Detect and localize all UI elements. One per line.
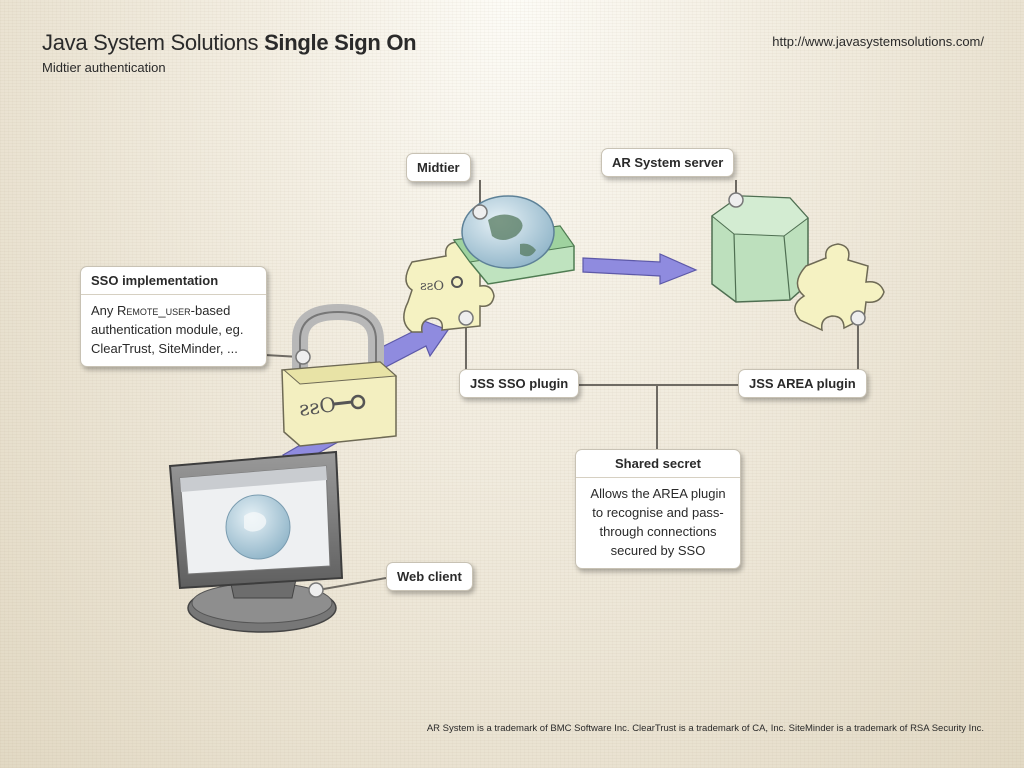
svg-text:ƨƨO: ƨƨO <box>297 392 337 421</box>
padlock-icon: ƨƨO <box>281 303 398 447</box>
page-subtitle: Midtier authentication <box>42 60 166 75</box>
sso-body-prefix: Any <box>91 303 118 318</box>
svg-text:ƨƨO: ƨƨO <box>420 279 444 294</box>
title-light: Java System Solutions <box>42 30 259 55</box>
sso-body-suffix: -based authentication module, eg. ClearT… <box>91 303 244 356</box>
ar-server-label-text: AR System server <box>612 155 724 170</box>
shared-secret-callout: Shared secret Allows the AREA plugin to … <box>575 449 741 569</box>
title-bold: Single Sign On <box>264 30 417 55</box>
shared-secret-title: Shared secret <box>615 456 701 471</box>
jss-sso-plugin-label: JSS SSO plugin <box>459 369 580 398</box>
midtier-label: Midtier <box>406 153 471 182</box>
monitor-icon <box>168 450 344 633</box>
jss-area-plugin-label: JSS AREA plugin <box>738 369 867 398</box>
sso-implementation-title: SSO implementation <box>91 273 219 288</box>
sso-body-remote-user: Remote_user <box>117 303 191 318</box>
header: Java System Solutions Single Sign On Mid… <box>42 30 417 75</box>
page-title: Java System Solutions Single Sign On <box>42 30 417 56</box>
callout-pins <box>295 192 866 598</box>
midtier-label-text: Midtier <box>417 160 460 175</box>
connector-web-client <box>317 577 387 591</box>
jss-sso-plugin-text: JSS SSO plugin <box>470 376 569 391</box>
site-url[interactable]: http://www.javasystemsolutions.com/ <box>772 34 984 49</box>
hexagon-server-icon <box>711 195 809 303</box>
sso-implementation-body: Any Remote_user-based authentication mod… <box>81 294 266 366</box>
sso-implementation-callout: SSO implementation Any Remote_user-based… <box>80 266 267 367</box>
trademark-footer: AR System is a trademark of BMC Software… <box>426 723 984 734</box>
arrow-midtier-to-server <box>582 253 698 285</box>
shared-secret-body: Allows the AREA plugin to recognise and … <box>576 477 740 568</box>
ar-server-label: AR System server <box>601 148 735 177</box>
jss-area-plugin-text: JSS AREA plugin <box>749 376 856 391</box>
puzzle-piece-area-icon <box>794 243 885 332</box>
web-client-label: Web client <box>386 562 473 591</box>
web-client-text: Web client <box>397 569 462 584</box>
